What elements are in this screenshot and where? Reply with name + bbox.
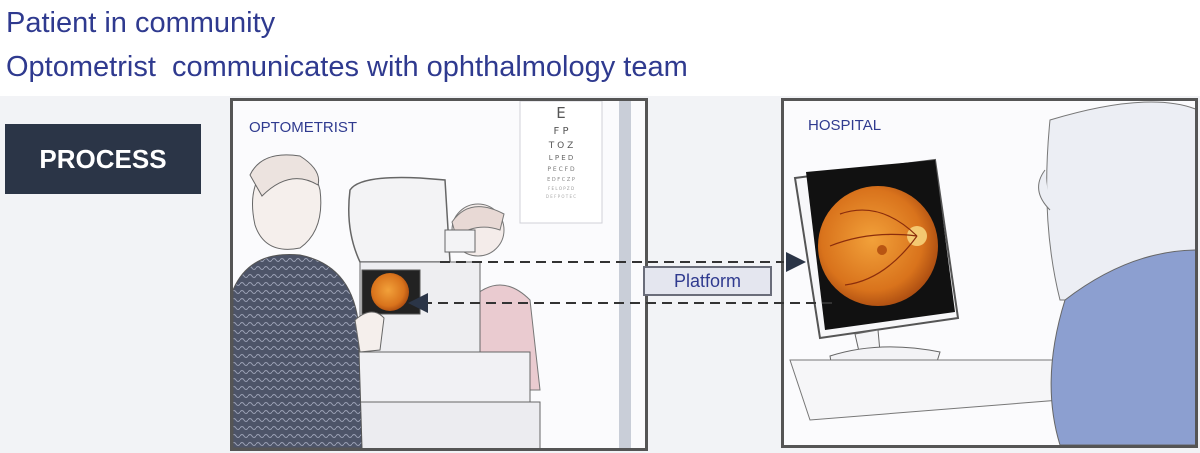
desk [789,359,1061,421]
platform-box: Platform [643,266,772,296]
optometrist-panel-title: OPTOMETRIST [249,119,358,136]
platform-label: Platform [673,270,742,291]
process-label-box: PROCESS [5,124,201,194]
svg-text:F P: F P [554,126,569,137]
svg-text:F E L O P Z D: F E L O P Z D [548,186,574,191]
optometrist-figure [233,154,385,448]
svg-text:L P E D: L P E D [549,154,574,162]
svg-text:D E F P O T E C: D E F P O T E C [546,194,576,199]
process-label: PROCESS [39,143,167,174]
heading-optometrist-communicates: Optometrist communicates with ophthalmol… [6,51,688,83]
wall-pillar [619,101,631,448]
eye-chart: E F P T O Z L P E D P E C F D E D F C Z … [519,101,603,224]
hospital-monitor [793,158,960,371]
svg-text:E D F C Z P: E D F C Z P [547,177,575,183]
svg-text:P E C F D: P E C F D [547,166,575,173]
hospital-panel-title: HOSPITAL [808,117,882,134]
connection-arrows [408,252,832,313]
doctor-figure [1038,101,1195,445]
svg-text:T O Z: T O Z [548,141,573,151]
heading-patient-in-community: Patient in community [6,7,276,39]
svg-text:E: E [556,104,565,122]
